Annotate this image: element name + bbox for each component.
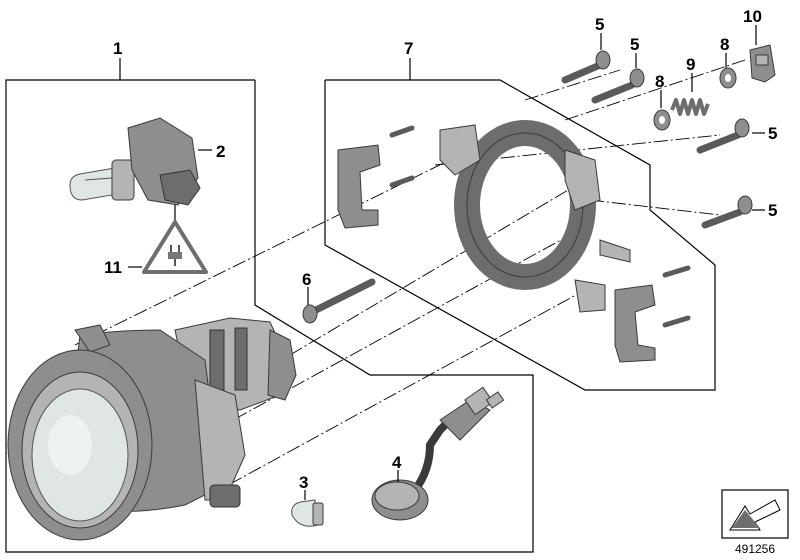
- callout-11: 11: [104, 258, 122, 277]
- callout-9: 9: [686, 55, 695, 74]
- mounting-ring[interactable]: [439, 120, 631, 313]
- callout-8a: 8: [655, 72, 664, 91]
- callout-8b: 8: [720, 35, 729, 54]
- assembly-frame-7: [324, 79, 716, 391]
- washers-8[interactable]: [653, 67, 737, 131]
- callout-5b: 5: [630, 35, 639, 54]
- callout-4: 4: [392, 453, 402, 472]
- clamp-left[interactable]: [337, 125, 415, 229]
- document-number: 491256: [735, 542, 775, 556]
- callout-5a: 5: [595, 15, 604, 34]
- assembly-frame-1: [5, 79, 534, 553]
- callout-7: 7: [404, 39, 413, 58]
- clip[interactable]: [749, 44, 776, 83]
- callout-6: 6: [302, 270, 311, 289]
- spring[interactable]: [670, 98, 710, 116]
- fog-light-housing[interactable]: [7, 317, 297, 541]
- clamp-right[interactable]: [614, 265, 691, 363]
- wedge-bulb[interactable]: [291, 499, 324, 527]
- callout-10: 10: [743, 7, 762, 26]
- callout-5d: 5: [768, 201, 777, 220]
- callout-3: 3: [299, 473, 308, 492]
- callout-labels: 1 2 3 4 5 5 5 5 6 7 8 8 9 10 11: [104, 7, 777, 492]
- mirror-arrow-icon: [721, 489, 789, 539]
- cover-cap-with-cable[interactable]: [371, 386, 505, 521]
- callout-1: 1: [113, 39, 122, 58]
- screw-long[interactable]: [302, 278, 376, 324]
- screws-5[interactable]: [561, 50, 753, 229]
- callout-2: 2: [216, 142, 225, 161]
- leader-lines: [119, 25, 765, 500]
- warning-triangle-plug-icon: [142, 220, 208, 274]
- bulb-h-type[interactable]: [69, 117, 201, 206]
- callout-5c: 5: [768, 124, 777, 143]
